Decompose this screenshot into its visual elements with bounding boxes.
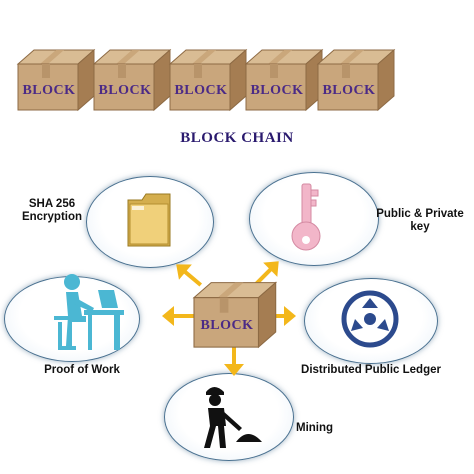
block-1: BLOCK: [17, 49, 98, 114]
block-5: BLOCK: [317, 49, 398, 114]
block-label: BLOCK: [322, 83, 376, 98]
block-label: BLOCK: [98, 83, 152, 98]
arrow-to-pow: [162, 306, 194, 326]
block-box-icon: [317, 49, 395, 111]
folder-icon: [127, 193, 171, 247]
key-icon: [291, 183, 321, 251]
center-block: BLOCK: [193, 282, 280, 352]
keys-label-line1: Public & Private: [376, 208, 464, 220]
block-4: BLOCK: [245, 49, 326, 114]
arrow-to-keys: [254, 261, 279, 286]
block-chain-title: BLOCK CHAIN: [180, 130, 294, 146]
sha-label-line1: SHA 256: [28, 198, 76, 210]
ledger-label: Distributed Public Ledger: [301, 364, 441, 376]
sha-label: SHA 256 Encryption: [12, 198, 92, 224]
arrow-to-sha: [176, 264, 203, 287]
mining-label: Mining: [296, 422, 334, 434]
miner-icon: [204, 387, 262, 448]
arrow-to-mining: [224, 344, 244, 376]
block-box-icon: [169, 49, 247, 111]
person-at-desk-icon: [54, 274, 124, 350]
keys-label: Public & Private key: [368, 208, 472, 234]
block-label: BLOCK: [250, 83, 304, 98]
block-box-icon: [193, 282, 277, 348]
block-2: BLOCK: [93, 49, 174, 114]
center-block-label: BLOCK: [200, 318, 254, 333]
block-box-icon: [17, 49, 95, 111]
block-label: BLOCK: [174, 83, 228, 98]
keys-label-line2: key: [410, 221, 430, 233]
distributed-network-icon: [341, 290, 399, 348]
sha-label-line2: Encryption: [21, 211, 83, 223]
block-box-icon: [93, 49, 171, 111]
pow-label: Proof of Work: [44, 364, 120, 376]
block-label: BLOCK: [22, 83, 76, 98]
block-box-icon: [245, 49, 323, 111]
block-3: BLOCK: [169, 49, 250, 114]
keys-ellipse: [249, 172, 379, 266]
